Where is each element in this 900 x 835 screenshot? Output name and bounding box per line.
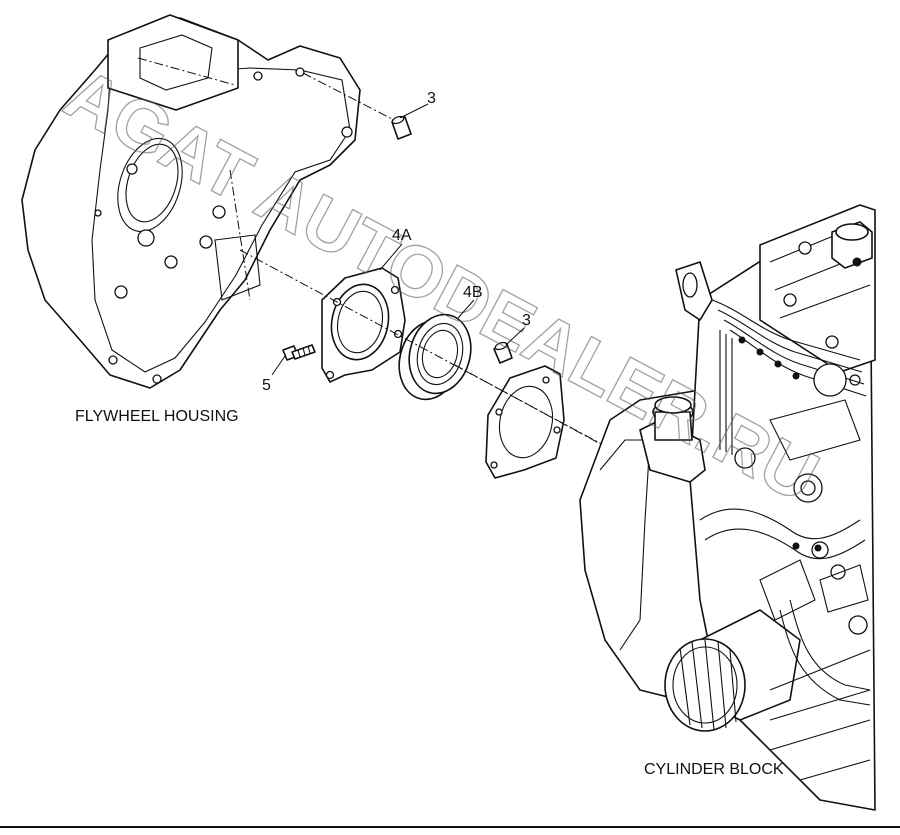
callout-label-4a: 4A <box>392 227 412 244</box>
bolt <box>282 344 316 361</box>
callout-pin-middle: 3 <box>505 312 531 346</box>
cylinder-block-label: CYLINDER BLOCK <box>644 761 784 778</box>
callout-label-4b: 4B <box>463 284 483 301</box>
dowel-pin-middle <box>493 341 513 364</box>
callout-label-3-middle: 3 <box>522 312 531 329</box>
gasket <box>485 365 565 479</box>
seal-retainer <box>321 267 406 383</box>
callout-label-3-top: 3 <box>427 90 436 107</box>
callout-seal-retainer: 4A <box>379 227 412 271</box>
flywheel-housing <box>21 14 361 389</box>
oil-seal <box>398 313 472 401</box>
cylinder-block <box>579 204 876 811</box>
callout-oil-seal: 4B <box>457 284 483 319</box>
dowel-pin-top <box>302 72 412 140</box>
flywheel-housing-label: FLYWHEEL HOUSING <box>75 408 239 425</box>
callout-pin-top: 3 <box>399 90 436 119</box>
callout-label-5: 5 <box>262 377 271 394</box>
callout-bolt: 5 <box>262 355 286 394</box>
